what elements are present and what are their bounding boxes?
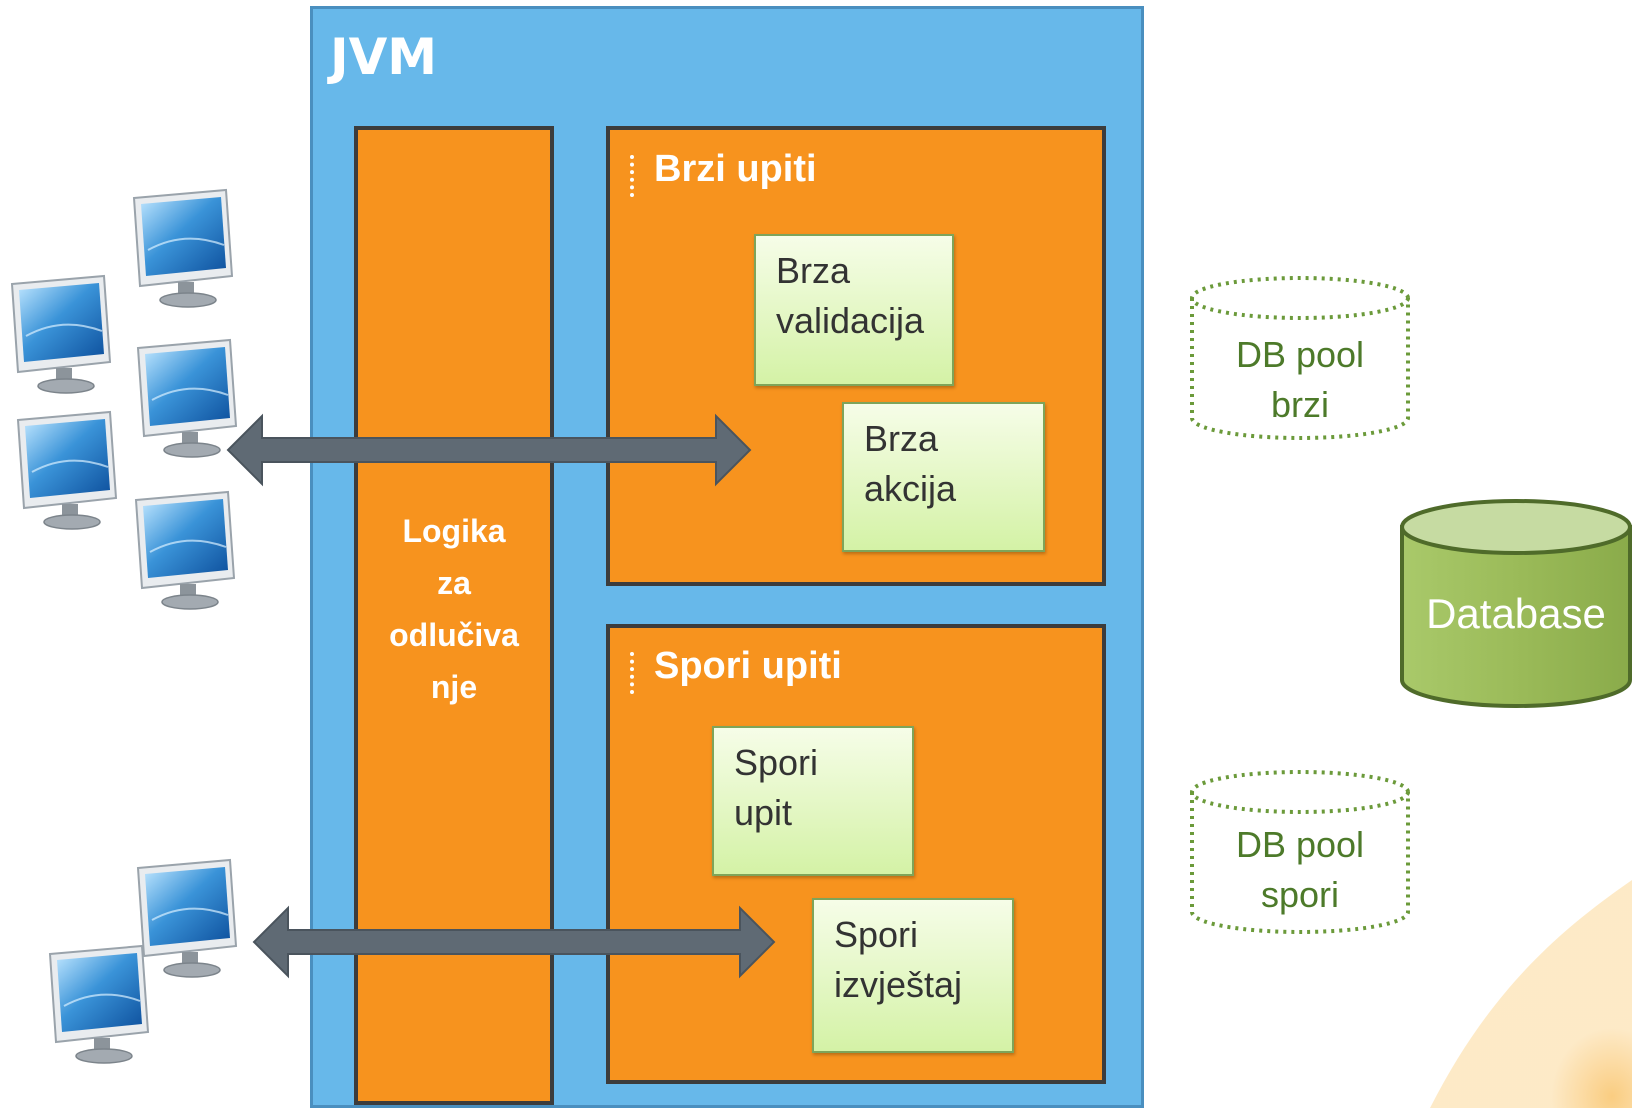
computer-monitor-icon	[137, 339, 237, 458]
decision-logic-line: Logika	[402, 513, 506, 549]
db-pool-slow-label: DB pool spori	[1190, 820, 1410, 920]
db-pool-fast-cylinder	[1190, 276, 1410, 440]
decision-logic-label: Logika za odlučiva nje	[354, 505, 554, 713]
double-arrow-fast	[226, 413, 752, 487]
db-pool-fast-label: DB pool brzi	[1190, 330, 1410, 430]
computer-monitor-icon	[11, 275, 111, 394]
task-label-line: Brza	[776, 250, 851, 291]
database-cylinder	[1400, 499, 1632, 708]
computer-monitor-icon	[137, 859, 237, 978]
jvm-title: JVM	[330, 28, 438, 86]
computer-monitor-icon	[17, 411, 117, 530]
task-label-line: izvještaj	[834, 964, 963, 1005]
task-label-line: validacija	[776, 300, 925, 341]
computer-monitor-icon	[133, 189, 233, 308]
decision-logic-line: za	[437, 565, 471, 601]
task-fast-action: Brza akcija	[842, 402, 1045, 552]
fast-queries-title: Brzi upiti	[654, 148, 817, 190]
db-pool-slow-line: DB pool	[1235, 824, 1365, 865]
decision-logic-line: odlučiva	[389, 617, 519, 653]
fast-queries-dotted-marker	[630, 155, 634, 197]
task-label-line: Spori	[834, 914, 919, 955]
decision-logic-line: nje	[430, 669, 478, 705]
computer-monitor-icon	[135, 491, 235, 610]
computer-monitor-icon	[49, 945, 149, 1064]
db-pool-fast-line: DB pool	[1235, 334, 1365, 375]
task-fast-validation: Brza validacija	[754, 234, 954, 386]
slow-queries-title: Spori upiti	[654, 645, 842, 687]
database-label: Database	[1426, 590, 1606, 637]
task-label-line: Spori	[734, 742, 819, 783]
task-label-line: upit	[734, 792, 793, 833]
db-pool-slow-line: spori	[1260, 874, 1340, 915]
double-arrow-slow	[252, 905, 776, 979]
task-label-line: akcija	[864, 468, 957, 509]
task-slow-query: Spori upit	[712, 726, 914, 876]
slow-queries-dotted-marker	[630, 652, 634, 694]
db-pool-fast-line: brzi	[1270, 384, 1329, 425]
task-label-line: Brza	[864, 418, 939, 459]
db-pool-slow-cylinder	[1190, 770, 1410, 934]
task-slow-report: Spori izvještaj	[812, 898, 1014, 1053]
